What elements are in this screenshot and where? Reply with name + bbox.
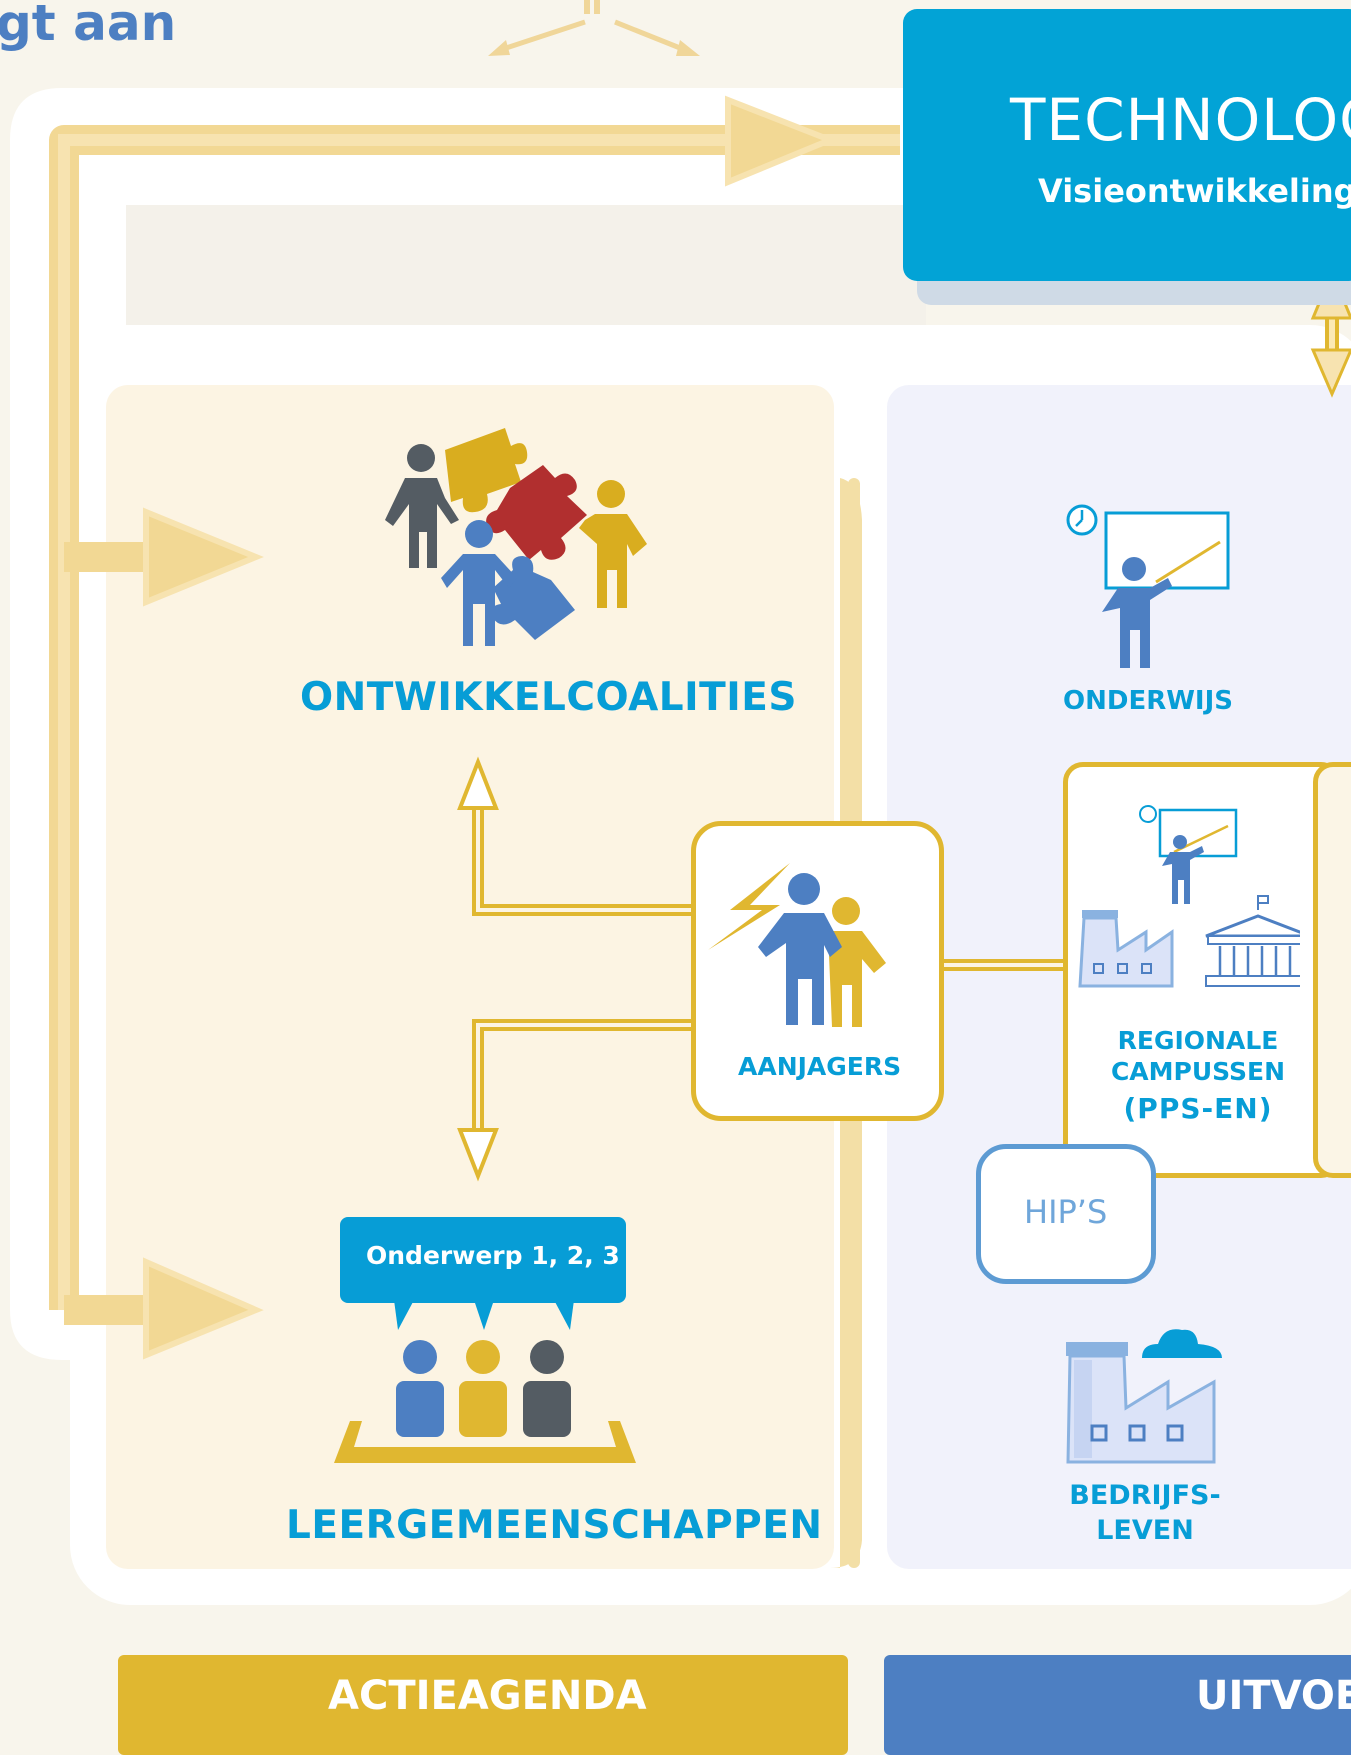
- learning-group-icon: [334, 1340, 636, 1463]
- actieagenda-label: ACTIEAGENDA: [328, 1673, 647, 1719]
- header-title: gt aan: [0, 0, 177, 52]
- teacher-whiteboard-icon: [1066, 504, 1230, 668]
- campus-buildings-icon: [1078, 805, 1300, 988]
- topic-bubble-text: Onderwerp 1, 2, 3: [366, 1241, 620, 1270]
- leergemeenschappen-label: LEERGEMEENSCHAPPEN: [286, 1503, 823, 1548]
- bedrijfsleven-label: BEDRIJFS- LEVEN: [1040, 1478, 1250, 1548]
- bubble-tails-icon: [394, 1300, 574, 1330]
- uitvoering-label: UITVOE: [1196, 1673, 1351, 1719]
- topic-bubble: [340, 1217, 626, 1303]
- aanjagers-label: AANJAGERS: [738, 1052, 902, 1081]
- onderwijs-label: ONDERWIJS: [1063, 686, 1233, 716]
- bedrijfsleven-label-line2: LEVEN: [1096, 1515, 1194, 1546]
- aanjagers-people-icon: [708, 863, 886, 1027]
- top-split-arrows-icon: [488, 0, 700, 56]
- technology-subtitle: Visieontwikkeling: [1038, 172, 1351, 210]
- campus-label: REGIONALE CAMPUSSEN (PPS-EN): [1088, 1025, 1308, 1124]
- hips-box: [976, 1144, 1156, 1284]
- campus-label-line2: CAMPUSSEN: [1110, 1057, 1286, 1086]
- campus-label-line1: REGIONALE: [1117, 1026, 1279, 1055]
- aanjagers-box: [691, 821, 944, 1121]
- puzzle-people-icon: [385, 428, 647, 646]
- campus-label-line3: (PPS-EN): [1123, 1092, 1273, 1125]
- technology-title: TECHNOLOG: [1010, 86, 1351, 154]
- bedrijfsleven-label-line1: BEDRIJFS-: [1069, 1480, 1221, 1511]
- factory-cloud-icon: [1066, 1329, 1222, 1464]
- hips-label: HIP’S: [1024, 1193, 1108, 1231]
- technology-box: [903, 9, 1351, 281]
- campus-box-next: [1313, 762, 1351, 1178]
- ontwikkelcoalities-label: ONTWIKKELCOALITIES: [300, 675, 797, 720]
